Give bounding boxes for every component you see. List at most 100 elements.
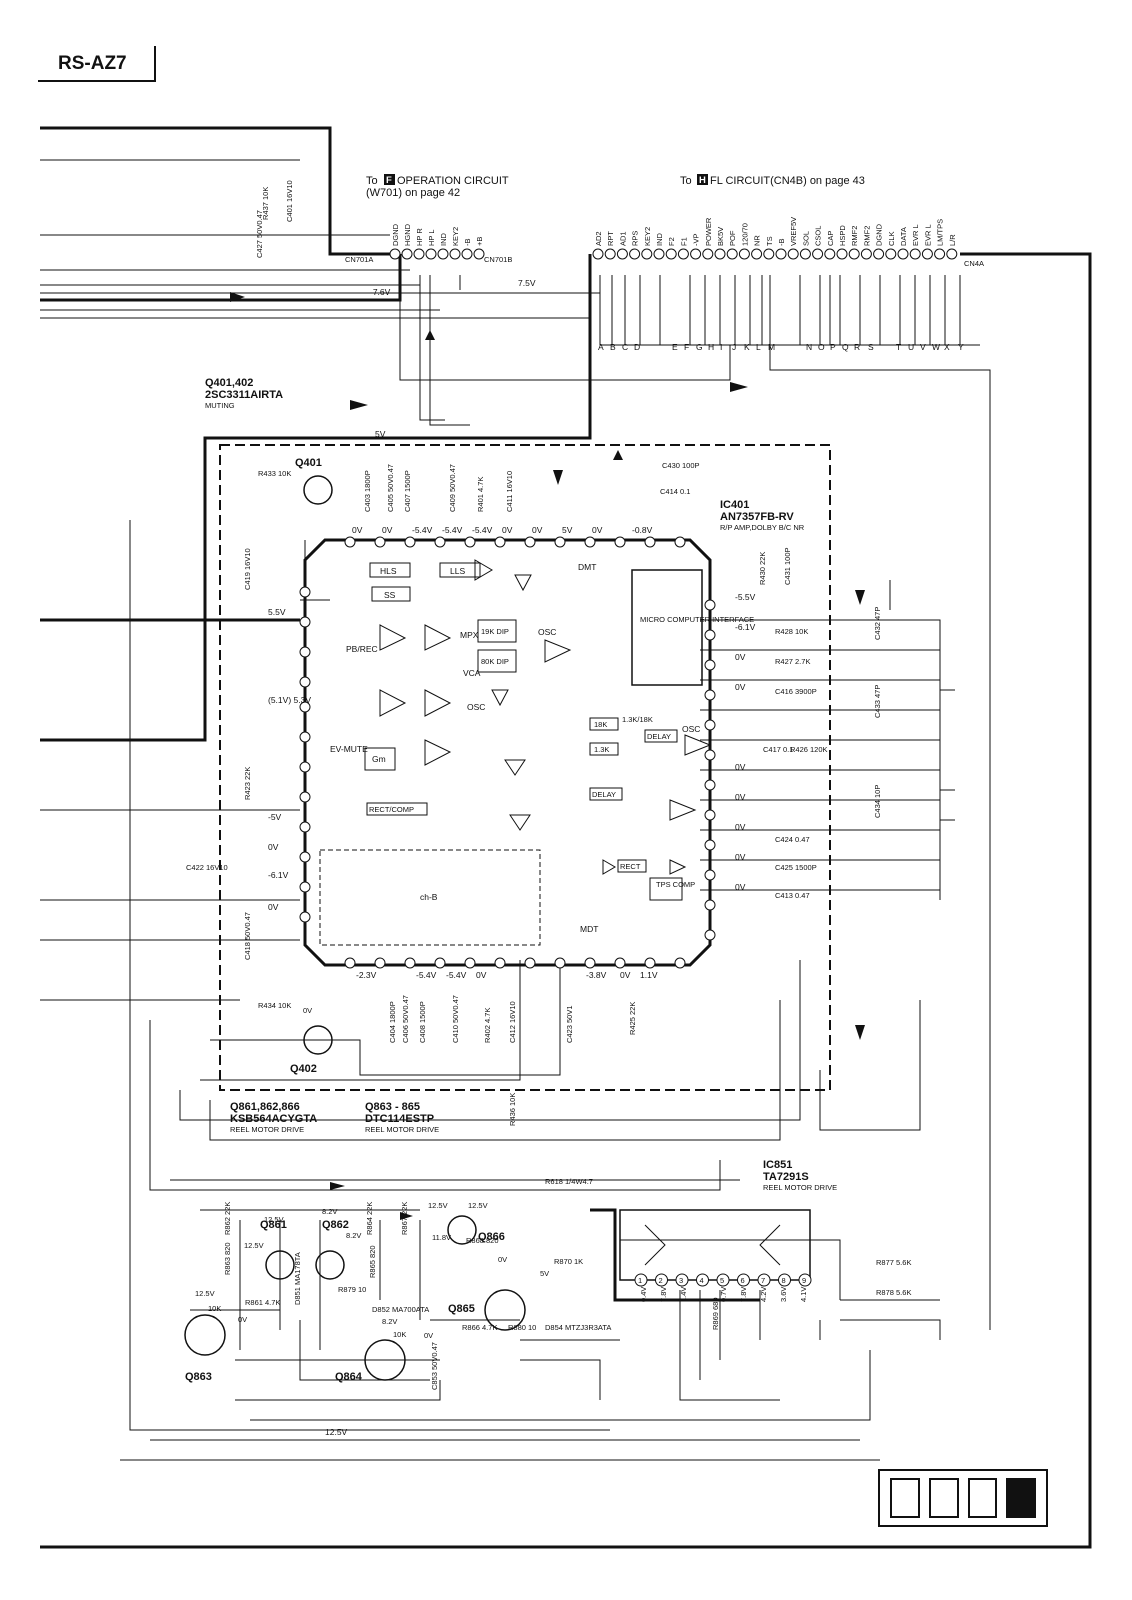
- ic401-part: AN7357FB-RV: [720, 511, 794, 523]
- component-label-r430: R430 22K: [758, 552, 767, 585]
- block-delay: DELAY: [647, 732, 671, 741]
- ic401-left-pin-voltage: 0V: [268, 842, 279, 852]
- cn4-pin: [690, 248, 702, 260]
- page-box-1: [890, 1478, 920, 1518]
- component-label-c414: C414 0.1: [660, 487, 690, 496]
- bus-letter: G: [696, 342, 703, 352]
- cn4-pin-label: POF: [728, 230, 737, 246]
- ic851-pin-number: 5: [720, 1276, 724, 1285]
- ic401-bottom-pin-voltage: 1.1V: [640, 970, 658, 980]
- ic851-part: TA7291S: [763, 1171, 809, 1183]
- q866-label: Q866: [478, 1231, 505, 1243]
- component-label-r863: R863 820: [223, 1242, 232, 1275]
- component-label-c427: C427 50V0.47: [255, 210, 264, 258]
- component-label-c423: C423 50V1: [565, 1005, 574, 1043]
- bus-letter: C: [622, 342, 628, 352]
- component-label-r436: R436 10K: [508, 1093, 517, 1126]
- q861-label: Q861: [260, 1219, 287, 1231]
- ic401-top-pin-voltage: 0V: [592, 525, 603, 535]
- rail-minus-7-6v: -7.6V: [370, 287, 391, 297]
- fl-circuit-to: To: [680, 175, 692, 187]
- component-label-c416: C416 3900P: [775, 687, 817, 696]
- cn4-pin-label: -VP: [692, 233, 701, 246]
- ic401-left-pin-voltage: -6.1V: [268, 870, 289, 880]
- cn4-pin: [641, 248, 653, 260]
- cn4-pin-label: CLK: [887, 231, 896, 246]
- ic401-top-pin-voltage: 0V: [352, 525, 363, 535]
- cn4-pin-label: RPT: [606, 231, 615, 246]
- fl-circuit-badge: H: [699, 175, 706, 186]
- cn701b-label: CN701B: [484, 255, 512, 264]
- block-rect-comp: RECT/COMP: [369, 805, 414, 814]
- node-voltage: 0V: [238, 1315, 247, 1324]
- cn4-pin: [653, 248, 665, 260]
- component-label-r434: R434 10K: [258, 1001, 291, 1010]
- ic851-pin: [737, 1273, 750, 1287]
- cn4-pin: [775, 248, 787, 260]
- bus-letter: B: [610, 342, 616, 352]
- op-circuit-to: To: [366, 175, 378, 187]
- model-label: RS-AZ7: [38, 46, 156, 82]
- component-label-c410: C410 50V0.47: [451, 995, 460, 1043]
- cn4-pin: [909, 248, 921, 260]
- node-voltage: 0V: [303, 1006, 312, 1015]
- cn4-pin: [824, 248, 836, 260]
- component-label-r869: R869 680: [711, 1297, 720, 1330]
- cn4-pin: [763, 248, 775, 260]
- block-ss: SS: [384, 590, 396, 600]
- node-voltage: 12.5V: [264, 1215, 284, 1224]
- block-ch-b: ch-B: [420, 892, 438, 902]
- cn701-pin-label: DGND: [391, 223, 400, 246]
- fl-circuit-title: FL CIRCUIT(CN4B) on page 43: [710, 175, 865, 187]
- component-label-r879: R879 10: [338, 1285, 366, 1294]
- component-label-r402: R402 4.7K: [483, 1008, 492, 1043]
- block-1-3k-18k: 1.3K/18K: [622, 715, 653, 724]
- ic851-pin-number: 9: [802, 1276, 806, 1285]
- block-tps-comp: TPS COMP: [656, 880, 695, 889]
- block-rect: RECT: [620, 862, 641, 871]
- cn4-pin-label: TS: [765, 236, 774, 246]
- block-80k-dip: 80K DIP: [481, 657, 509, 666]
- bus-letter: P: [830, 342, 836, 352]
- node-voltage: 0V: [498, 1255, 507, 1264]
- cn701-pin-label: -B: [463, 239, 472, 247]
- ic851-pin-voltage: 4.2V: [759, 1287, 768, 1302]
- ic851-desc: REEL MOTOR DRIVE: [763, 1183, 837, 1192]
- ic851-pin: [696, 1273, 709, 1287]
- q864-label: Q864: [335, 1371, 363, 1383]
- ic401-top-pin-voltage: 5V: [562, 525, 573, 535]
- cn4-pin-label: EVR L: [911, 224, 920, 246]
- ic401-name: IC401: [720, 499, 749, 511]
- component-label-c407: C407 1500P: [403, 470, 412, 512]
- ic851-pin-number: 8: [782, 1276, 786, 1285]
- component-label-c432: C432 47P: [873, 607, 882, 640]
- component-label-c417: C417 0.1: [763, 745, 793, 754]
- cn4-pin-label: F1: [679, 237, 688, 246]
- page-index-boxes: [878, 1469, 1048, 1527]
- ic401-bottom-pin-voltage: -5.4V: [446, 970, 467, 980]
- ic401-top-pin-voltage: -5.4V: [472, 525, 493, 535]
- component-label-r865: R865 820: [368, 1245, 377, 1278]
- ic851-pin-voltage: 3.6V: [779, 1287, 788, 1302]
- block-hls: HLS: [380, 566, 397, 576]
- bus-letter: J: [732, 342, 736, 352]
- component-label-c422: C422 16V10: [186, 863, 228, 872]
- node-voltage: 12.5V: [195, 1289, 215, 1298]
- component-label-r437: R437 10K: [261, 187, 270, 220]
- cn701-pin-label: +B: [475, 237, 484, 246]
- page-box-4: [1006, 1478, 1036, 1518]
- ic401-bottom-pin-voltage: 0V: [476, 970, 487, 980]
- bus-letter: M: [768, 342, 775, 352]
- cn4-pin-label: L/R: [948, 234, 957, 246]
- cn4-pin: [873, 248, 885, 260]
- block-osc-3: OSC: [682, 724, 700, 734]
- component-label-r426: R426 120K: [790, 745, 828, 754]
- cn4-pin: [665, 248, 677, 260]
- cn4-pin-label: AD1: [618, 231, 627, 246]
- bus-letter: O: [818, 342, 825, 352]
- block-1-3k: 1.3K: [594, 745, 609, 754]
- cn4-pin-label: RMF2: [850, 226, 859, 246]
- op-circuit-ref: (W701) on page 42: [366, 187, 460, 199]
- cn4-pin: [616, 248, 628, 260]
